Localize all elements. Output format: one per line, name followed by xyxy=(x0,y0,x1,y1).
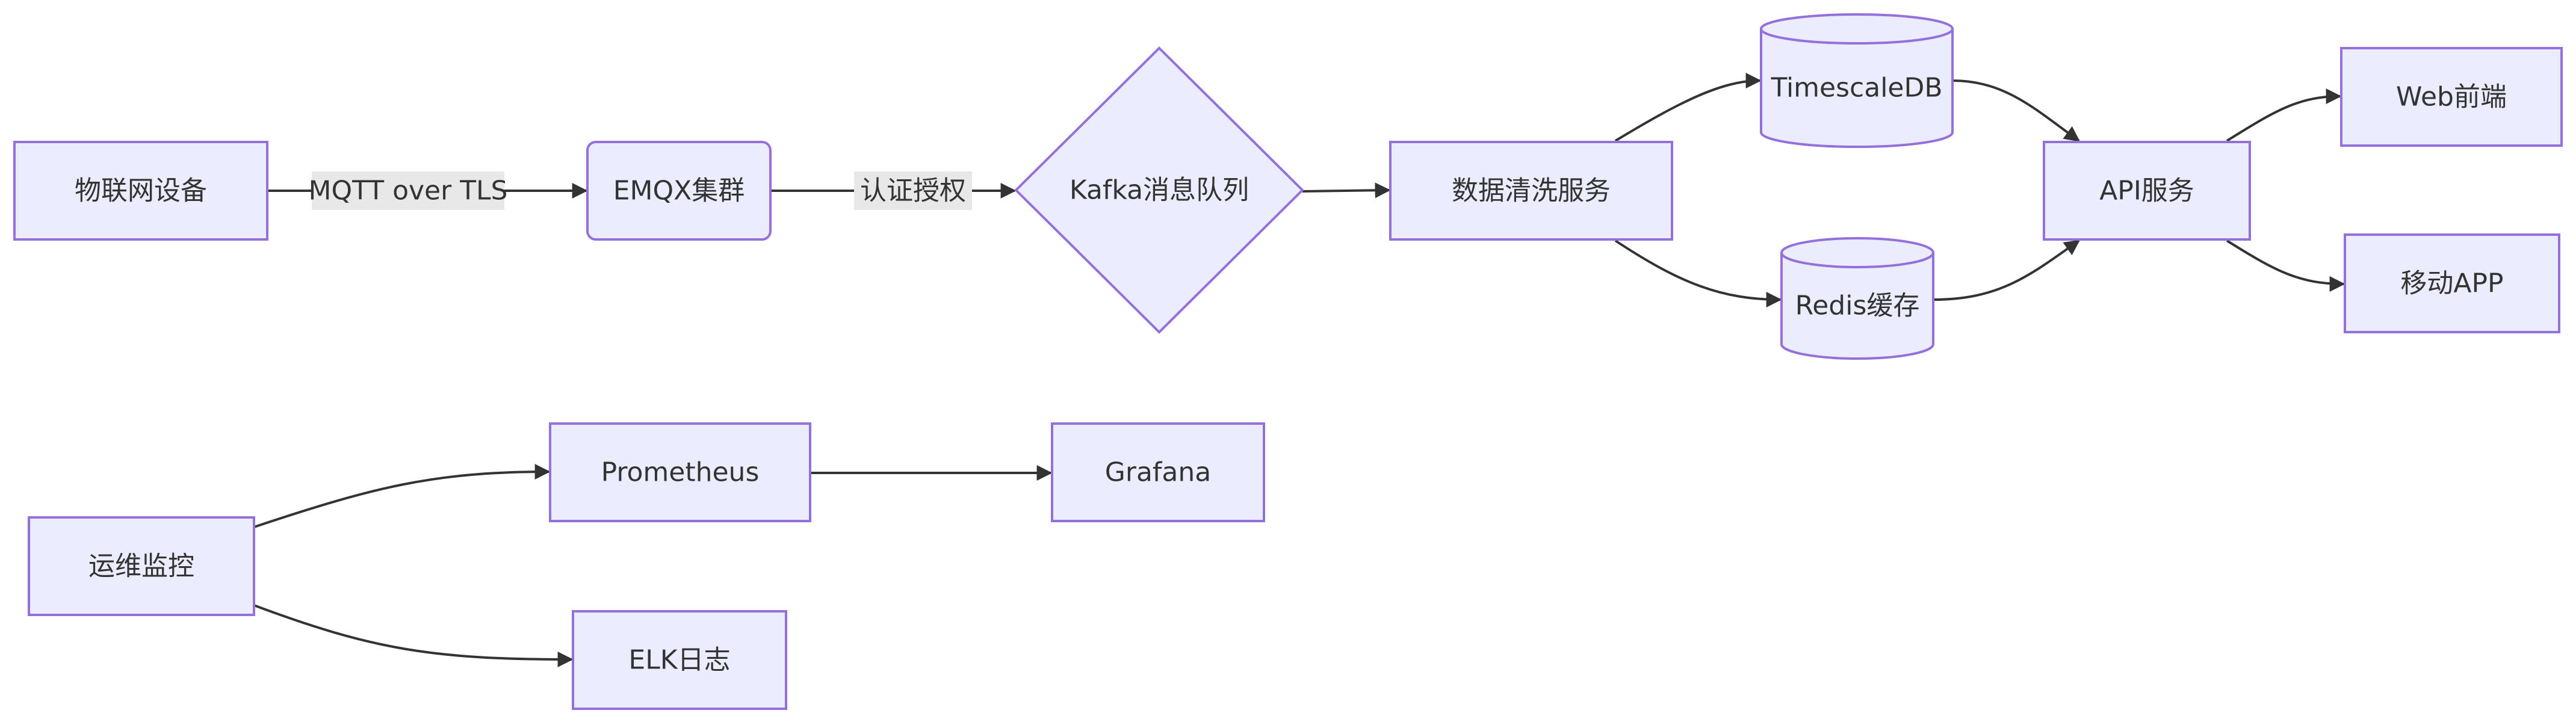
node-timescale[interactable]: TimescaleDB xyxy=(1760,13,1954,148)
node-clean[interactable]: 数据清洗服务 xyxy=(1389,141,1673,241)
node-cylinder-rim xyxy=(1760,28,1954,45)
node-box xyxy=(2043,141,2251,241)
edge-label-background xyxy=(854,171,972,210)
node-grafana[interactable]: Grafana xyxy=(1051,422,1265,522)
edge-label-emqx-to-kafka: 认证授权 xyxy=(854,171,972,210)
node-emqx[interactable]: EMQX集群 xyxy=(586,141,772,241)
node-box xyxy=(572,610,787,710)
node-label: 数据清洗服务 xyxy=(1452,176,1611,206)
edge-redis-to-api xyxy=(1933,239,2081,301)
node-label: Redis缓存 xyxy=(1795,291,1920,321)
node-diamond xyxy=(1014,46,1304,334)
node-app[interactable]: 移动APP xyxy=(2344,233,2560,333)
edge-clean-to-timescale xyxy=(1614,73,1762,142)
edge-ops-to-prom xyxy=(253,464,551,528)
node-label: EMQX集群 xyxy=(613,176,745,206)
node-web[interactable]: Web前端 xyxy=(2340,47,2563,147)
node-label: 物联网设备 xyxy=(75,176,207,206)
node-api[interactable]: API服务 xyxy=(2043,141,2251,241)
edge-label-text: MQTT over TLS xyxy=(309,176,508,206)
edge-clean-to-redis xyxy=(1614,239,1782,307)
node-label: 运维监控 xyxy=(88,551,194,582)
edge-api-to-web xyxy=(2226,88,2342,142)
node-box xyxy=(13,141,268,241)
node-box xyxy=(28,516,255,616)
node-cylinder-body xyxy=(1780,237,1934,360)
node-label: TimescaleDB xyxy=(1770,73,1942,103)
node-box xyxy=(2344,233,2560,333)
node-label: 移动APP xyxy=(2400,268,2503,299)
edge-ops-to-elk xyxy=(253,604,574,667)
node-cylinder-rim xyxy=(1780,252,1934,268)
node-box xyxy=(549,422,811,522)
node-label: Web前端 xyxy=(2396,82,2507,113)
node-iot[interactable]: 物联网设备 xyxy=(13,141,268,241)
edge-label-text: 认证授权 xyxy=(860,176,966,206)
node-cylinder-body xyxy=(1760,13,1954,148)
node-box xyxy=(1389,141,1673,241)
node-label: Kafka消息队列 xyxy=(1070,175,1249,206)
edge-kafka-to-clean xyxy=(1302,182,1391,199)
node-label: Prometheus xyxy=(601,457,760,488)
node-kafka[interactable]: Kafka消息队列 xyxy=(1014,46,1304,334)
node-elk[interactable]: ELK日志 xyxy=(572,610,787,710)
edge-label-background xyxy=(312,171,504,210)
node-box xyxy=(2340,47,2563,147)
node-label: ELK日志 xyxy=(628,645,730,676)
edge-label-iot-to-emqx: MQTT over TLS xyxy=(309,171,508,210)
node-box xyxy=(1051,422,1265,522)
node-redis[interactable]: Redis缓存 xyxy=(1780,237,1934,360)
edge-timescale-to-api xyxy=(1952,79,2081,142)
edges-layer xyxy=(253,73,2345,667)
node-prom[interactable]: Prometheus xyxy=(549,422,811,522)
node-ops[interactable]: 运维监控 xyxy=(28,516,255,616)
edge-api-to-app xyxy=(2226,239,2345,292)
nodes-layer: 物联网设备 EMQX集群 Kafka消息队列 数据清洗服务 TimescaleDB Red… xyxy=(13,13,2563,710)
node-label: Grafana xyxy=(1105,457,1211,488)
node-rounded-box xyxy=(586,141,772,241)
node-label: API服务 xyxy=(2099,176,2194,206)
edge-labels-layer: MQTT over TLS 认证授权 xyxy=(309,171,972,210)
